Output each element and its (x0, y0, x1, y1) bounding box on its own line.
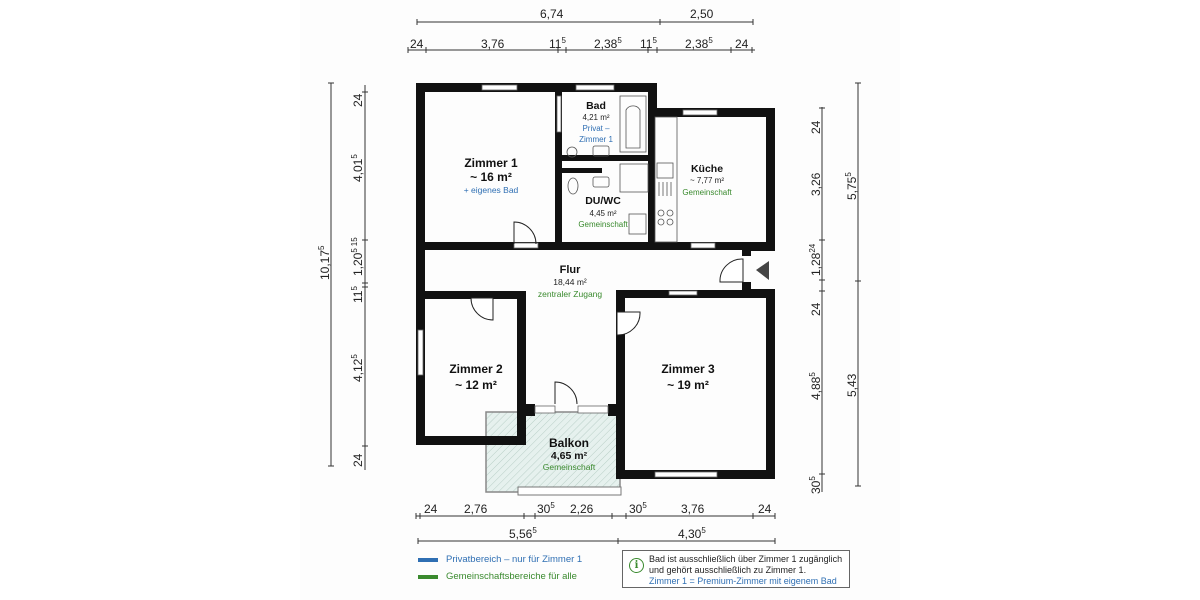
svg-text:2,385: 2,385 (685, 36, 713, 51)
dim-top-2: 3,76 (481, 37, 505, 51)
windows (417, 84, 718, 478)
dim-left-5: 4,12 (351, 358, 365, 382)
svg-text:5,565: 5,565 (509, 526, 537, 541)
legend-item-shared: Gemeinschaftsbereiche für alle (418, 568, 618, 585)
dim-top-5: 11 (640, 37, 653, 51)
dim-top-7: 24 (735, 37, 749, 51)
svg-text:4,885: 4,885 (808, 372, 823, 400)
legend-label-shared: Gemeinschaftsbereiche für alle (446, 571, 577, 582)
info-line-3: Zimmer 1 = Premium-Zimmer mit eigenem Ba… (649, 576, 837, 586)
dim-right-overall-2: 5,43 (845, 373, 859, 397)
dimension-top-overall (416, 19, 754, 25)
legend: Privatbereich – nur für Zimmer 1 Gemeins… (418, 551, 618, 585)
room-bad-note-1: Privat – (582, 124, 610, 133)
entrance-arrow-icon (756, 261, 769, 280)
dim-bottom-4: 2,26 (570, 502, 594, 516)
svg-text:2,385: 2,385 (594, 36, 622, 51)
dimension-right (819, 82, 861, 492)
dim-bottom-overall-1: 5,56 (509, 527, 533, 541)
svg-text:4,125: 4,125 (350, 354, 365, 382)
svg-text:10,175: 10,175 (317, 245, 332, 280)
room-kueche-note: Gemeinschaft (682, 188, 732, 197)
room-bad-area: 4,21 m² (582, 113, 609, 122)
dim-right-6: 30 (809, 480, 823, 494)
kitchen-counter (654, 116, 678, 243)
room-bad-name: Bad (586, 100, 606, 112)
room-balkon-note: Gemeinschaft (543, 462, 596, 472)
info-line-1: Bad ist ausschließlich über Zimmer 1 zug… (649, 554, 843, 564)
svg-text:1,2824: 1,2824 (808, 243, 823, 276)
legend-label-private: Privatbereich – nur für Zimmer 1 (446, 554, 583, 565)
dim-top-1: 24 (410, 37, 424, 51)
room-zimmer1-name: Zimmer 1 (464, 156, 518, 170)
room-bad-note-2: Zimmer 1 (579, 135, 613, 144)
doors (470, 221, 744, 405)
room-zimmer3-area: ~ 19 m² (667, 378, 709, 392)
room-zimmer1-area: ~ 16 m² (470, 170, 512, 184)
info-icon: i (629, 558, 644, 573)
room-zimmer2-area: ~ 12 m² (455, 378, 497, 392)
plan-sheet (300, 0, 900, 600)
room-duwc-note: Gemeinschaft (578, 220, 628, 229)
svg-text:305: 305 (537, 501, 555, 516)
dim-left-3: 1,20 (351, 252, 365, 276)
room-flur-note: zentraler Zugang (538, 289, 603, 299)
legend-swatch-green (418, 574, 438, 579)
dim-top-overall-1: 6,74 (540, 7, 564, 21)
dim-top-6: 2,38 (685, 37, 709, 51)
dim-left-1: 24 (351, 93, 365, 107)
dim-top-3: 11 (549, 37, 562, 51)
dim-left-4: 11 (351, 290, 365, 303)
dim-right-5: 4,88 (809, 376, 823, 400)
dim-right-1: 24 (809, 120, 823, 134)
dim-right-4: 24 (809, 302, 823, 316)
dim-left-6: 24 (351, 453, 365, 467)
balcony-area (485, 411, 622, 496)
dimension-left (328, 82, 368, 470)
dim-left-overall: 10,17 (318, 250, 332, 280)
svg-text:115: 115 (640, 36, 657, 51)
dim-right-3: 1,28 (809, 252, 823, 276)
room-balkon-area: 4,65 m² (551, 450, 588, 462)
info-line-2: und gehört ausschließlich zu Zimmer 1. (649, 565, 807, 575)
svg-text:115: 115 (549, 36, 566, 51)
room-flur-area: 18,44 m² (553, 277, 587, 287)
svg-text:5,755: 5,755 (844, 172, 859, 200)
legend-item-private: Privatbereich – nur für Zimmer 1 (418, 551, 618, 568)
svg-text:115: 115 (350, 286, 365, 303)
dim-top-4: 2,38 (594, 37, 618, 51)
dimension-top-detail (407, 47, 755, 53)
dim-bottom-3: 30 (537, 502, 551, 516)
svg-text:4,305: 4,305 (678, 526, 706, 541)
info-box: i Bad ist ausschließlich über Zimmer 1 z… (622, 550, 850, 588)
room-zimmer3-name: Zimmer 3 (661, 362, 715, 376)
svg-text:1,20515: 1,20515 (350, 237, 365, 276)
svg-text:4,015: 4,015 (350, 154, 365, 182)
dim-bottom-1: 24 (424, 502, 438, 516)
room-zimmer1-note: + eigenes Bad (464, 185, 519, 195)
room-kueche-name: Küche (691, 163, 723, 175)
room-duwc-name: DU/WC (585, 195, 621, 207)
dim-bottom-2: 2,76 (464, 502, 488, 516)
dim-right-2: 3,26 (809, 172, 823, 196)
dimension-bottom (415, 513, 776, 544)
room-balkon-name: Balkon (549, 436, 589, 450)
dim-top-overall-2: 2,50 (690, 7, 714, 21)
dim-left-2: 4,01 (351, 158, 365, 182)
bathroom-fixtures (566, 95, 649, 235)
room-flur-name: Flur (560, 264, 581, 276)
dim-bottom-5: 30 (629, 502, 643, 516)
dim-bottom-overall-2: 4,30 (678, 527, 702, 541)
legend-swatch-blue (418, 557, 438, 562)
svg-text:305: 305 (808, 476, 823, 494)
dim-bottom-6: 3,76 (681, 502, 705, 516)
dim-right-overall-1: 5,75 (845, 176, 859, 200)
room-duwc-area: 4,45 m² (589, 209, 616, 218)
room-kueche-area: ~ 7,77 m² (690, 176, 724, 185)
dim-bottom-7: 24 (758, 502, 772, 516)
svg-text:305: 305 (629, 501, 647, 516)
room-zimmer2-name: Zimmer 2 (449, 362, 503, 376)
